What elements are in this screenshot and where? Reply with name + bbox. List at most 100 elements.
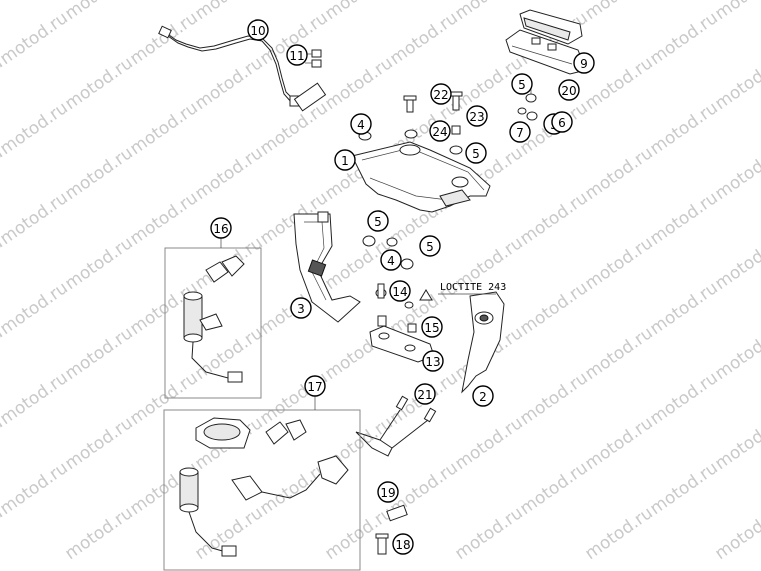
ignition-lock-set-part — [183, 255, 245, 383]
watermark-text: motod.ru — [0, 368, 72, 429]
callout-label: 21 — [417, 388, 432, 402]
watermark-text: motod.ru — [516, 458, 591, 519]
watermark-text: motod.ru — [711, 413, 761, 474]
callout-11: 11 — [286, 44, 308, 66]
callout-label: 5 — [426, 240, 434, 254]
callout-3: 3 — [290, 297, 312, 319]
watermark-text: motod.ru — [61, 233, 136, 294]
watermark-text: motod.ru — [321, 0, 396, 24]
callout-19: 19 — [377, 481, 399, 503]
callout-7: 7 — [509, 121, 531, 143]
callout-label: 2 — [479, 390, 487, 404]
callout-label: 1 — [341, 154, 349, 168]
callout-1: 1 — [334, 149, 356, 171]
watermark-text: motod.ru — [0, 188, 72, 249]
callout-5: 5 — [367, 210, 389, 232]
watermark-text: motod.ru — [256, 98, 331, 159]
loctite-note: LOCTITE 243 — [440, 282, 506, 293]
callout-label: 13 — [425, 355, 440, 369]
callout-label: 3 — [297, 302, 305, 316]
watermark-text: motod.ru — [581, 233, 656, 294]
lock-cylinder-small-part — [375, 504, 408, 555]
watermark-text: motod.ru — [581, 503, 656, 564]
callout-10: 10 — [247, 19, 269, 41]
lock-set-with-cap-part — [179, 417, 349, 557]
callout-label: 9 — [580, 57, 588, 71]
watermark-text: motod.ru — [516, 188, 591, 249]
watermark-text: motod.ru — [646, 368, 721, 429]
watermark-text: motod.ru — [61, 0, 136, 24]
connector-clips-part — [305, 49, 322, 68]
watermark-text: motod.ru — [0, 278, 72, 339]
watermark-text: motod.ru — [646, 278, 721, 339]
watermark-text: motod.ru — [0, 98, 72, 159]
lower-holder-bracket-part — [369, 315, 435, 363]
wiring-harness-part — [158, 25, 327, 112]
callout-label: 4 — [387, 254, 395, 268]
callout-24: 24 — [429, 120, 451, 142]
watermark-text: motod.ru — [126, 188, 201, 249]
instrument-cluster-part — [505, 9, 587, 75]
ignition-lock-frame — [164, 247, 262, 399]
callout-18: 18 — [392, 533, 414, 555]
watermark-text: motod.ru — [581, 0, 656, 24]
watermark-text: motod.ru — [126, 8, 201, 69]
grommets-middle-part — [362, 235, 433, 309]
callout-17: 17 — [304, 375, 326, 397]
callout-label: 18 — [395, 538, 410, 552]
watermark-text: motod.ru — [516, 278, 591, 339]
left-bracket-part — [293, 211, 361, 323]
callout-9: 9 — [573, 52, 595, 74]
callout-label: 11 — [289, 49, 304, 63]
callout-label: 7 — [516, 126, 524, 140]
watermark-text: motod.ru — [516, 368, 591, 429]
callout-5: 5 — [419, 235, 441, 257]
callout-6: 6 — [551, 111, 573, 133]
bolts-21-part — [355, 395, 437, 457]
watermark-text: motod.ru — [451, 413, 526, 474]
callout-label: 15 — [424, 321, 439, 335]
callout-16: 16 — [210, 217, 232, 239]
callout-5: 5 — [465, 142, 487, 164]
headlight-mask-part — [351, 141, 491, 213]
callout-20: 20 — [558, 79, 580, 101]
watermark-text: motod.ru — [451, 503, 526, 564]
watermark-text: motod.ru — [581, 413, 656, 474]
callout-2: 2 — [472, 385, 494, 407]
watermark-text: motod.ru — [581, 143, 656, 204]
callout-label: 16 — [213, 222, 228, 236]
watermark-text: motod.ru — [191, 143, 266, 204]
watermark-text: motod.ru — [581, 323, 656, 384]
watermark-text: motod.ru — [321, 53, 396, 114]
callout-5: 5 — [511, 73, 533, 95]
callout-label: 19 — [380, 486, 395, 500]
callout-label: 5 — [518, 78, 526, 92]
watermark-text: motod.ru — [646, 98, 721, 159]
callout-22: 22 — [430, 83, 452, 105]
watermark-text: motod.ru — [646, 8, 721, 69]
watermark-text: motod.ru — [61, 413, 136, 474]
callout-4: 4 — [350, 113, 372, 135]
watermark-text: motod.ru — [646, 458, 721, 519]
watermark-text: motod.ru — [61, 323, 136, 384]
watermark-text: motod.ru — [386, 8, 461, 69]
callout-label: 5 — [472, 147, 480, 161]
watermark-text: motod.ru — [61, 503, 136, 564]
right-cover-part — [461, 291, 505, 394]
screws-upper-part — [358, 91, 463, 155]
watermark-text: motod.ru — [0, 458, 72, 519]
callout-label: 22 — [433, 88, 448, 102]
callout-14: 14 — [389, 280, 411, 302]
watermark-text: motod.ru — [451, 0, 526, 24]
watermark-text: motod.ru — [711, 53, 761, 114]
callout-label: 5 — [374, 215, 382, 229]
callout-label: 14 — [392, 285, 407, 299]
callout-label: 23 — [469, 110, 484, 124]
callout-4: 4 — [380, 249, 402, 271]
callout-label: 10 — [250, 24, 265, 38]
callout-label: 17 — [307, 380, 322, 394]
callout-15: 15 — [421, 316, 443, 338]
callout-label: 24 — [432, 125, 447, 139]
